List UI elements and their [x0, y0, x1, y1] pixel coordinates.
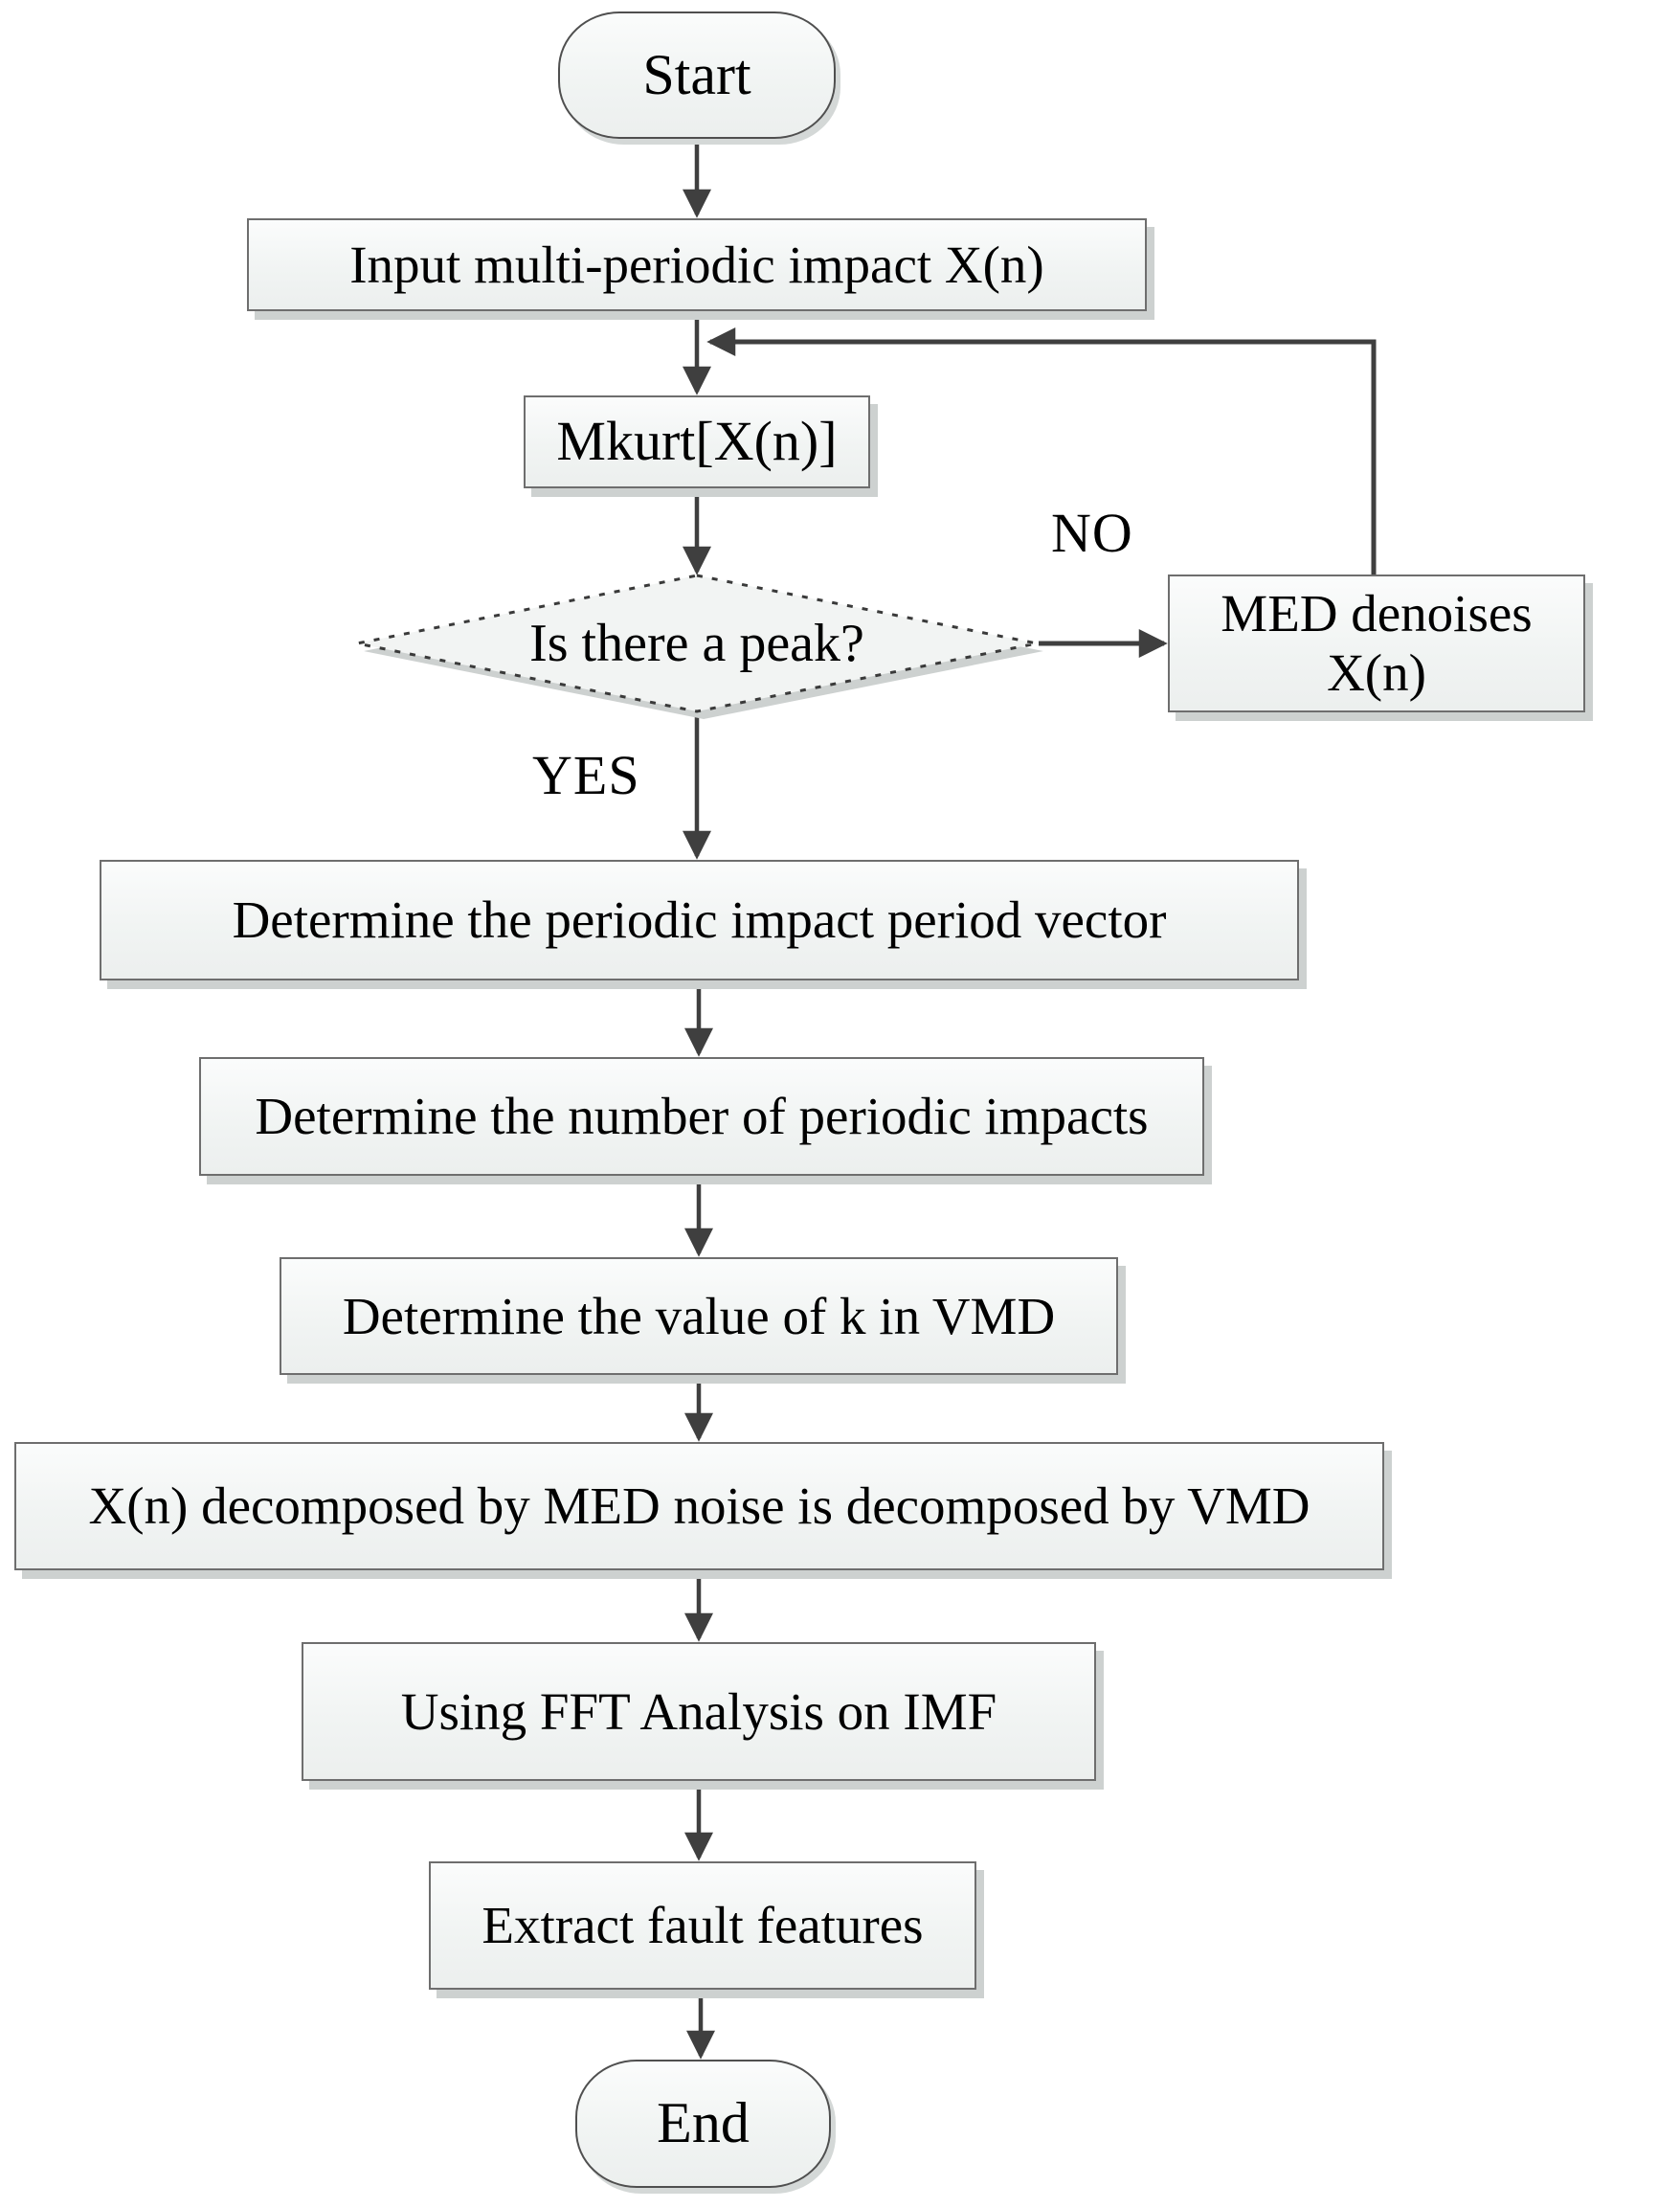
node-peak-decision-label: Is there a peak?: [529, 614, 864, 673]
branch-label-yes: YES: [532, 743, 640, 807]
node-period-vector-label: Determine the periodic impact period vec…: [232, 890, 1167, 950]
decision-diamond: [356, 574, 1038, 713]
node-vmd-decomposition: X(n) decomposed by MED noise is decompos…: [14, 1442, 1384, 1570]
node-med-denoise: MED denoises X(n): [1168, 575, 1585, 712]
node-fault-features: Extract fault features: [429, 1861, 976, 1990]
node-input-signal-label: Input multi-periodic impact X(n): [349, 235, 1044, 294]
node-k-value: Determine the value of k in VMD: [280, 1257, 1118, 1375]
branch-label-yes-text: YES: [532, 744, 640, 806]
node-impact-count-label: Determine the number of periodic impacts: [255, 1087, 1149, 1146]
node-fault-features-label: Extract fault features: [482, 1896, 924, 1955]
node-end-label: End: [657, 2091, 750, 2155]
node-vmd-decomposition-label: X(n) decomposed by MED noise is decompos…: [88, 1476, 1310, 1536]
node-mkurt-label: Mkurt[X(n)]: [556, 410, 838, 473]
node-start-label: Start: [642, 42, 751, 106]
node-fft-analysis-label: Using FFT Analysis on IMF: [400, 1681, 997, 1741]
branch-label-no: NO: [1051, 501, 1133, 565]
node-end: End: [575, 2060, 831, 2188]
node-start: Start: [558, 11, 836, 139]
node-peak-decision: Is there a peak?: [357, 575, 1037, 711]
branch-label-no-text: NO: [1051, 502, 1133, 564]
node-k-value-label: Determine the value of k in VMD: [342, 1286, 1056, 1345]
edge-feedback-med-to-junction: [706, 327, 1377, 575]
node-med-denoise-label: MED denoises X(n): [1221, 584, 1533, 702]
node-input-signal: Input multi-periodic impact X(n): [247, 218, 1147, 311]
node-mkurt: Mkurt[X(n)]: [524, 395, 870, 488]
node-period-vector: Determine the periodic impact period vec…: [100, 860, 1299, 980]
node-fft-analysis: Using FFT Analysis on IMF: [302, 1642, 1096, 1781]
node-impact-count: Determine the number of periodic impacts: [199, 1057, 1204, 1176]
